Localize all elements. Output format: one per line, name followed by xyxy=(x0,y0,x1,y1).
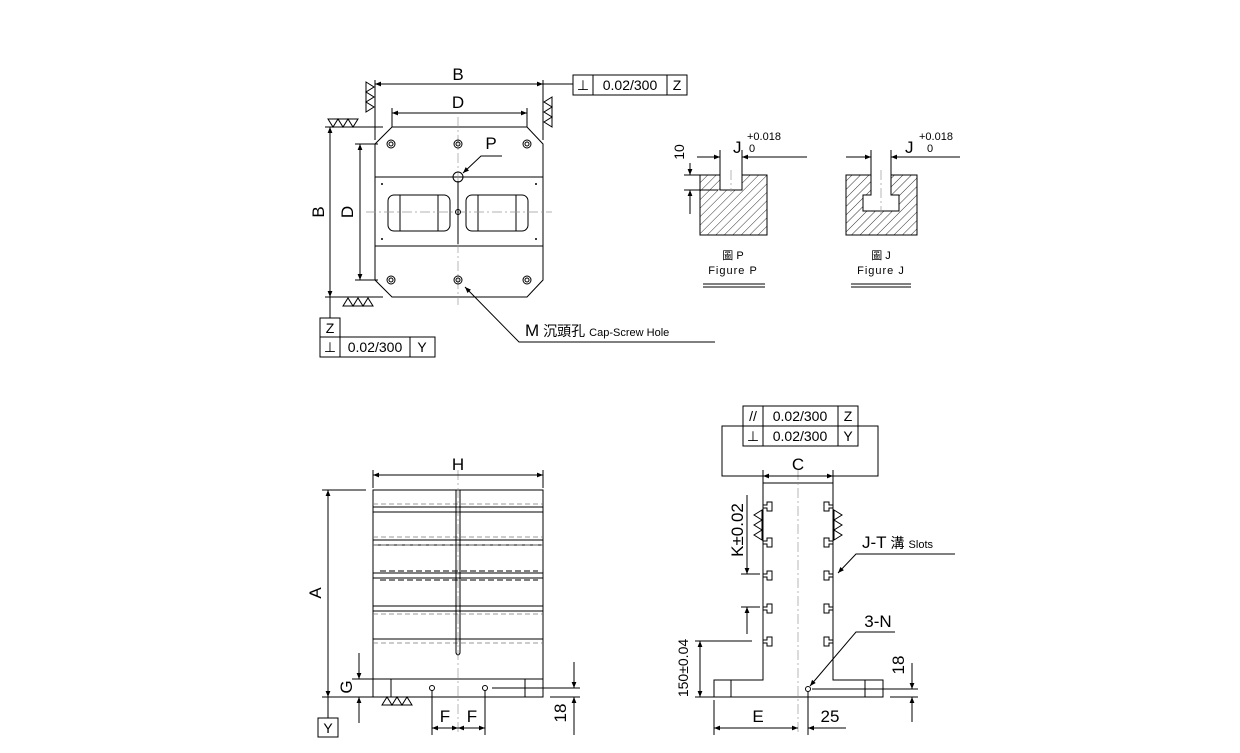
svg-text:⊥: ⊥ xyxy=(324,339,336,355)
front-view: H A G Y F F 18 xyxy=(306,455,580,738)
svg-text://: // xyxy=(749,408,757,424)
dim-25: 25 xyxy=(821,707,840,726)
dim-f-right: F xyxy=(467,707,477,726)
figure-j: J +0.018 0 圖 J Figure J xyxy=(845,131,960,288)
dim-h: H xyxy=(452,455,464,474)
svg-text:0: 0 xyxy=(927,143,933,155)
datum-triangle-icon xyxy=(543,96,553,128)
dim-k: K±0.02 xyxy=(728,503,747,557)
datum-triangle-icon xyxy=(381,696,413,706)
dim-b-horizontal: B xyxy=(452,65,463,84)
svg-text:Z: Z xyxy=(673,77,682,93)
dim-d-horizontal: D xyxy=(452,93,464,112)
figure-p: J +0.018 0 10 圖 P Figure P xyxy=(671,131,807,288)
dim-d-vertical: D xyxy=(338,206,357,218)
datum-triangle-icon xyxy=(327,118,359,128)
dim-f-left: F xyxy=(440,707,450,726)
p-hole xyxy=(452,171,464,183)
datum-triangle-icon xyxy=(342,297,374,307)
dim-e: E xyxy=(752,707,763,726)
dim-b-vertical: B xyxy=(309,206,328,217)
tolerance-frame-top: ⊥ 0.02/300 Z xyxy=(572,74,688,96)
svg-text:+0.018: +0.018 xyxy=(747,131,781,143)
svg-text:⊥: ⊥ xyxy=(747,428,759,444)
fig-p-j: J xyxy=(733,138,742,157)
dim-10: 10 xyxy=(671,144,687,160)
svg-text:0.02/300: 0.02/300 xyxy=(348,339,403,355)
holes-label: 3-N xyxy=(864,612,891,631)
svg-text:Z: Z xyxy=(326,320,335,336)
svg-text:0.02/300: 0.02/300 xyxy=(773,428,828,444)
svg-text:圖 P: 圖 P xyxy=(722,249,743,262)
datum-y: Y xyxy=(323,720,333,736)
datum-triangle-icon xyxy=(753,509,763,541)
svg-text:圖 J: 圖 J xyxy=(871,249,891,262)
svg-text:⊥: ⊥ xyxy=(577,77,589,93)
cap-screw-holes xyxy=(386,139,532,285)
window-right xyxy=(465,194,529,232)
t-slots xyxy=(763,501,833,647)
dim-150: 150±0.04 xyxy=(675,639,691,698)
datum-triangle-icon xyxy=(365,81,375,113)
dim-a: A xyxy=(306,587,325,599)
fig-j-j: J xyxy=(905,138,914,157)
svg-text:Figure J: Figure J xyxy=(857,265,905,277)
svg-text:Z: Z xyxy=(844,408,853,424)
svg-text:Figure P: Figure P xyxy=(708,265,758,277)
datum-triangle-icon xyxy=(833,509,843,541)
svg-text:Y: Y xyxy=(843,428,853,444)
svg-text:+0.018: +0.018 xyxy=(919,131,953,143)
dim-g: G xyxy=(337,680,356,693)
svg-text:0: 0 xyxy=(749,143,755,155)
tolerance-frame-bottom: Z ⊥ 0.02/300 Y xyxy=(319,317,436,358)
svg-text:Y: Y xyxy=(417,339,427,355)
svg-text:0.02/300: 0.02/300 xyxy=(603,77,658,93)
dim-18-side: 18 xyxy=(889,656,908,675)
dim-18-front: 18 xyxy=(551,704,570,723)
tolerance-frame-side: // 0.02/300 Z ⊥ 0.02/300 Y xyxy=(721,405,879,477)
label-p: P xyxy=(485,134,496,153)
dim-c: C xyxy=(792,455,804,474)
svg-text:0.02/300: 0.02/300 xyxy=(773,408,828,424)
center-band xyxy=(374,176,544,247)
window-left xyxy=(387,194,451,232)
